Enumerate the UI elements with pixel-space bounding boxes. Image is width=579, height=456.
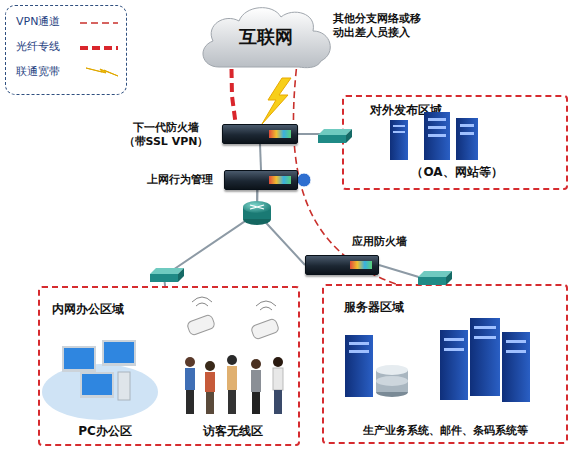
- core-switch-icon: [243, 201, 271, 225]
- network-link: [298, 133, 342, 136]
- node-title: 对外发布区域: [370, 103, 442, 119]
- legend-text: VPN通道: [16, 15, 60, 29]
- ac-badge: [297, 173, 311, 187]
- node-title: 内网办公区域: [52, 302, 124, 318]
- legend-text: 光纤专线: [16, 40, 60, 54]
- wireless-ap: [186, 297, 279, 340]
- switch-icon: [418, 271, 452, 285]
- zone-box: 服务器区域生产业务系统、邮件、条码系统等: [322, 284, 568, 444]
- node-title: 互联网: [197, 25, 335, 48]
- visitors: [185, 355, 283, 414]
- fiber-line: [232, 69, 236, 124]
- node-title: 下一代防火墙 （带SSL VPN）: [117, 121, 215, 150]
- device-ports: [269, 176, 291, 184]
- broadband-lightning: [262, 78, 291, 124]
- network-link: [379, 265, 433, 284]
- node-caption: 访客无线区: [188, 424, 278, 440]
- device-ports: [269, 130, 291, 138]
- network-link: [164, 190, 257, 286]
- network-link: [257, 190, 305, 265]
- annotation-text: 其他分支网络或移动出差人员接入: [333, 12, 429, 41]
- network-link: [260, 144, 261, 170]
- vpn-tunnel: [293, 69, 395, 284]
- switch-icon: [318, 129, 352, 143]
- legend-box: VPN通道光纤专线联通宽带: [5, 5, 127, 95]
- pc-group: [42, 340, 158, 420]
- vpn-sample: [80, 22, 118, 24]
- node-caption: 生产业务系统、邮件、条码系统等: [330, 424, 560, 438]
- zone-box: 对外发布区域 （OA、网站等）: [342, 95, 568, 190]
- server-racks: [345, 318, 530, 402]
- legend-text: 联通宽带: [16, 65, 60, 79]
- fiber-sample: [80, 46, 118, 50]
- device-ports: [350, 261, 372, 269]
- broadband-sample: [86, 68, 118, 76]
- network-device: 应用防火墙: [305, 255, 379, 275]
- node-title: 服务器区域: [344, 300, 404, 316]
- internet-cloud: 互联网: [197, 3, 335, 69]
- network-device: 下一代防火墙 （带SSL VPN）: [222, 124, 298, 144]
- node-title: 上网行为管理: [141, 173, 219, 187]
- node-caption: （OA、网站等）: [374, 165, 540, 181]
- node-caption: PC办公区: [60, 424, 150, 440]
- public-servers: [390, 112, 478, 160]
- switch-icon: [150, 268, 184, 282]
- zone-box: 内网办公区域 PC办公区 访客无线区: [38, 286, 300, 446]
- network-device: 上网行为管理: [224, 170, 298, 190]
- node-title: 应用防火墙: [352, 235, 407, 249]
